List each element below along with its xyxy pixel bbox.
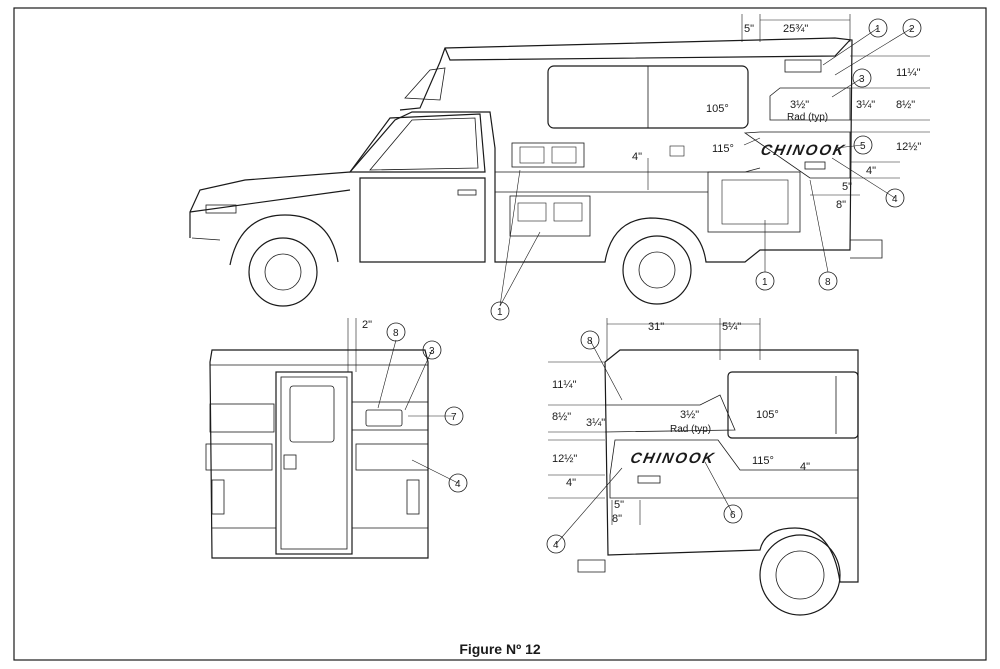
side-dim-radius: 3½"	[790, 99, 809, 111]
detail-brand-text: CHINOOK	[629, 450, 717, 467]
detail-dim-h3: 3¼"	[586, 417, 605, 429]
detail-dim-radius: 3½"	[680, 409, 699, 421]
detail-dim-h1: 11¼"	[552, 379, 577, 391]
callout-label: 8	[587, 336, 593, 347]
side-dim-angle2: 115°	[712, 143, 734, 155]
callout-label: 7	[451, 412, 457, 423]
callout-label: 1	[875, 24, 881, 35]
side-dim-top-gap: 5"	[744, 23, 754, 35]
side-dim-small-w2: 8"	[836, 199, 846, 211]
side-dim-h5: 4"	[866, 165, 876, 177]
callout-label: 4	[553, 540, 559, 551]
detail-dim-h5: 4"	[566, 477, 576, 489]
detail-dim-angle2: 115°	[752, 455, 774, 467]
callout-label: 6	[730, 510, 736, 521]
callout-label: 4	[455, 479, 461, 490]
side-dim-h4: 12½"	[896, 141, 921, 153]
callout-label: 5	[860, 141, 866, 152]
side-dim-stripe: 4"	[632, 151, 642, 163]
rear-dim-top: 2"	[362, 319, 372, 331]
detail-view: CHINOOK 31" 5¼" 11¼" 8½" 3¼" 12½" 4" 5" …	[546, 318, 859, 616]
side-dim-angle1: 105°	[706, 103, 729, 115]
callout-label: 4	[892, 194, 898, 205]
side-dim-h1: 11¼"	[896, 67, 921, 79]
side-dim-top-len: 25¾"	[783, 23, 808, 35]
side-callouts: 1 2 3 4 5 8 1 1	[490, 18, 922, 321]
drawing-border	[13, 7, 987, 661]
side-dim-h3: 8½"	[896, 99, 915, 111]
detail-dim-w2: 8"	[612, 513, 622, 525]
rear-view: 2" 8 3 7 4	[205, 318, 468, 559]
figure-caption: Figure Nº 12	[459, 641, 541, 657]
callout-label: 8	[393, 328, 399, 339]
detail-dim-w1: 5"	[614, 499, 624, 511]
detail-dim-radius-note: Rad (typ)	[670, 424, 711, 435]
detail-callouts: 8 4 6	[546, 330, 743, 554]
side-dim-small-w: 5"	[842, 181, 852, 193]
side-brand-text: CHINOOK	[759, 142, 847, 159]
callout-label: 2	[909, 24, 915, 35]
detail-dim-stripe: 4"	[800, 461, 810, 473]
callout-label: 3	[429, 346, 435, 357]
detail-dim-top-len: 31"	[648, 321, 664, 333]
side-dim-radius-note: Rad (typ)	[787, 112, 828, 123]
callout-label: 1	[497, 307, 503, 318]
callout-label: 3	[859, 74, 865, 85]
callout-label: 8	[825, 277, 831, 288]
detail-dim-h4: 12½"	[552, 453, 577, 465]
rear-callouts: 8 3 7 4	[386, 322, 468, 493]
side-dim-h2: 3¼"	[856, 99, 875, 111]
detail-dim-angle1: 105°	[756, 409, 779, 421]
detail-dim-h2: 8½"	[552, 411, 571, 423]
side-view: CHINOOK	[189, 14, 930, 321]
callout-label: 1	[762, 277, 768, 288]
detail-dim-top-short: 5¼"	[722, 321, 741, 333]
